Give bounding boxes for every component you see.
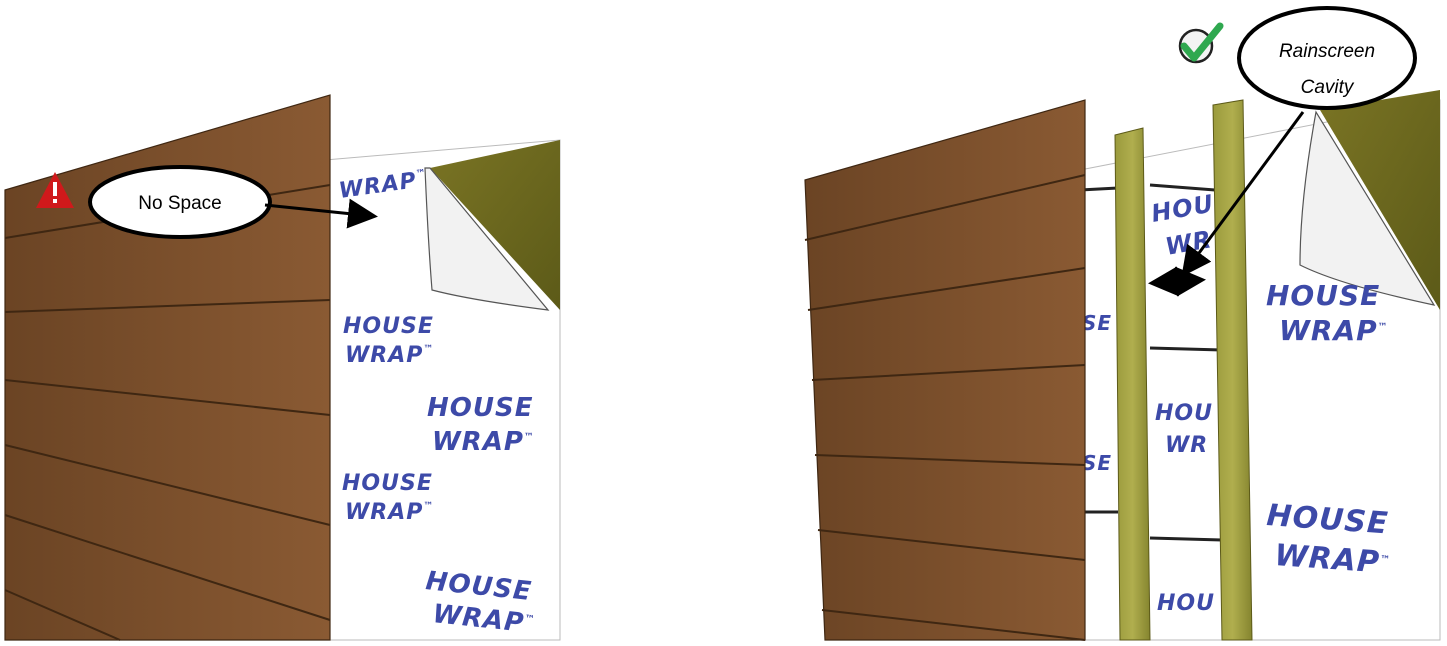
wrap-print: HOU bbox=[1157, 591, 1215, 616]
trademark-mark: ™ bbox=[1378, 322, 1389, 333]
wrap-print: WR bbox=[1165, 433, 1208, 458]
wrap-print: HOUSE bbox=[1266, 279, 1380, 312]
wrap-print: HOUSE bbox=[342, 471, 433, 496]
right-panel-rainscreen: HOU WR HOUSE WRAP™ HOU WR HOUSE WRAP™ HO… bbox=[805, 90, 1440, 640]
checkmark-icon bbox=[1180, 26, 1220, 62]
wrap-print: WRAP™ bbox=[345, 343, 434, 368]
wrap-print: WRAP™ bbox=[1279, 314, 1389, 347]
wrap-print: HOUSE bbox=[427, 393, 533, 423]
trademark-mark: ™ bbox=[524, 432, 535, 443]
wrap-print: WRAP™ bbox=[345, 500, 434, 525]
trademark-mark: ™ bbox=[423, 344, 434, 355]
trademark-mark: ™ bbox=[1380, 554, 1392, 566]
lap-siding bbox=[805, 100, 1085, 640]
rainscreen-label-line1: Rainscreen bbox=[1279, 41, 1375, 62]
rainscreen-label-line2: Cavity bbox=[1301, 77, 1355, 98]
wrap-print: SE bbox=[1082, 451, 1112, 475]
left-panel-no-space: WRAP™ HOUSE WRAP™ HOUSE WRAP™ HOUSE WRAP… bbox=[5, 95, 560, 640]
trademark-mark: ™ bbox=[423, 501, 434, 512]
no-space-label: No Space bbox=[138, 193, 221, 214]
wrap-print: SE bbox=[1082, 311, 1112, 335]
wrap-print: HOU bbox=[1155, 401, 1213, 426]
trademark-mark: ™ bbox=[524, 614, 536, 626]
wrap-print: HOUSE bbox=[343, 314, 434, 339]
trademark-mark: ™ bbox=[415, 168, 427, 180]
wrap-print: WRAP™ bbox=[432, 427, 535, 457]
